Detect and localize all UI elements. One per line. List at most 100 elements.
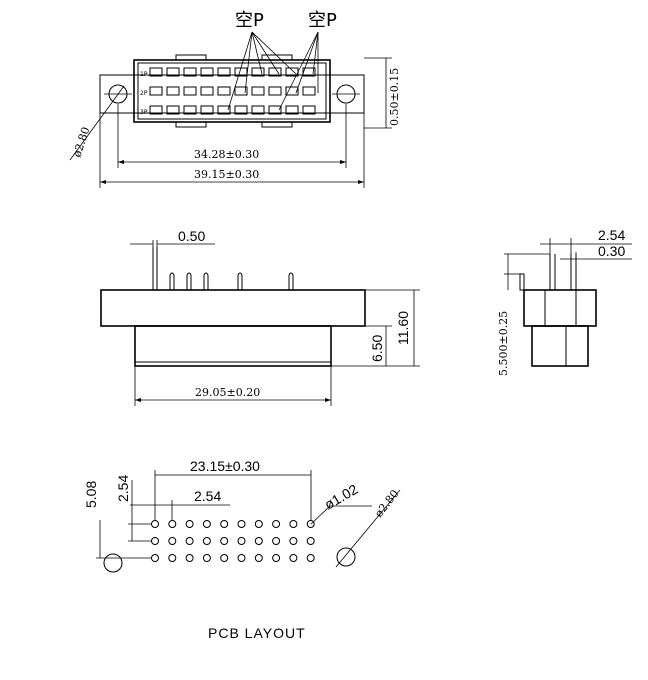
contact-slot [183,67,197,77]
contact-slot [200,67,214,77]
pcb-hole [272,520,281,528]
pcb-hole [289,554,298,562]
pcb-hole [151,554,159,562]
pcb-hole [306,537,315,545]
leader-line [251,31,297,75]
arrow [325,398,331,402]
contact-slot [302,86,316,96]
mount-hole-leader [69,85,125,161]
empty-pin-leaders [227,31,319,111]
leader-line [312,31,319,75]
dim-pcb-hole: ø1.02 [322,481,361,513]
dim-outer-width: 39.15±0.30 [194,168,259,181]
dim-mount-hole: ø2.80 [70,125,92,159]
pcb-hole [254,537,263,545]
arrow [118,160,124,164]
row-label-2: 2P [140,90,148,97]
dim-pin: 0.50 [178,228,205,244]
top-tab-right [261,54,293,61]
front-upper-body [100,289,366,327]
pcb-hole [168,537,177,545]
pcb-hole [237,537,246,545]
contact-slot [149,86,163,96]
contact-slot [149,67,163,77]
leader-line [251,31,263,75]
body-inner-outline [137,62,327,120]
dim-side-pitch: 2.54 [598,227,625,243]
pin-tip [186,272,192,276]
pcb-layout-title: PCB LAYOUT [208,625,306,641]
label-empty-pin-2: 空P [308,10,337,31]
top-view: 1P 2P 3P 空P 空P ø2.80 0.50±0.15 34.28±0.3… [69,10,401,188]
contact-slot [302,67,316,77]
pcb-hole [220,520,229,528]
pcb-hole [151,537,159,545]
pcb-hole [272,537,281,545]
pcb-hole [306,554,315,562]
contact-slot [166,105,180,115]
contact-slot [251,105,265,115]
row-label-1: 1P [140,71,148,78]
pcb-hole [202,537,211,545]
dim-pcb-mount-hole: ø2.80 [372,487,401,520]
contact-slot [149,105,163,115]
dim-inner-width: 34.28±0.30 [194,148,259,161]
pcb-hole [202,554,211,562]
pcb-hole [220,537,229,545]
side-upper-body [523,289,597,327]
dim-height-lower: 6.50 [369,335,385,362]
contact-slot [166,67,180,77]
pcb-layout: ø2.80 ø1.02 23.15±0.30 2.54 2.54 5.08 PC… [83,458,402,641]
side-pin-short [519,273,525,291]
pcb-hole [185,520,194,528]
contact-slot [183,105,197,115]
body-outline [133,59,331,123]
contact-slot [200,105,214,115]
pcb-mount-leader [335,489,401,568]
contact-slot [166,86,180,96]
pcb-hole [254,520,263,528]
side-view: 2.54 0.30 5.500±0.25 [497,227,632,376]
dim-height-total: 11.60 [395,311,411,345]
pcb-hole [202,520,211,528]
leader-line [227,31,253,111]
pcb-hole [185,537,194,545]
contact-slot [200,86,214,96]
bottom-tab-left [175,121,207,128]
contact-grid [149,67,316,115]
pcb-hole [237,520,246,528]
front-pins [169,272,294,290]
row-label-3: 3P [140,109,148,116]
front-lower-body [134,325,332,367]
pcb-hole [306,520,315,528]
arrow [358,180,364,184]
pin-tip [203,272,209,276]
pin-tip [288,272,294,276]
front-view: 0.50 11.60 6.50 29.05±0.20 [100,228,420,406]
dim-side-pin-thickness: 0.30 [598,243,625,259]
pcb-hole [254,554,263,562]
pcb-hole [168,520,177,528]
dim-pcb-span: 23.15±0.30 [190,458,260,474]
pcb-hole [237,554,246,562]
pcb-hole-grid [151,520,315,562]
contact-slot [268,105,282,115]
flange-outline [99,74,365,114]
dim-body-width: 29.05±0.20 [195,386,260,399]
pin-tip [169,272,175,276]
leader-line [251,31,280,75]
arrow [340,160,346,164]
contact-slot [183,86,197,96]
pcb-hole [289,537,298,545]
leader-line [278,31,319,111]
arrow [135,398,141,402]
arrow [100,180,106,184]
pcb-hole [151,520,159,528]
contact-slot [251,67,265,77]
dim-pcb-row-pitch: 2.54 [115,475,131,502]
label-empty-pin-1: 空P [235,10,264,31]
contact-slot [285,105,299,115]
pin-tip [237,272,243,276]
pcb-mount-hole-right [336,547,356,567]
